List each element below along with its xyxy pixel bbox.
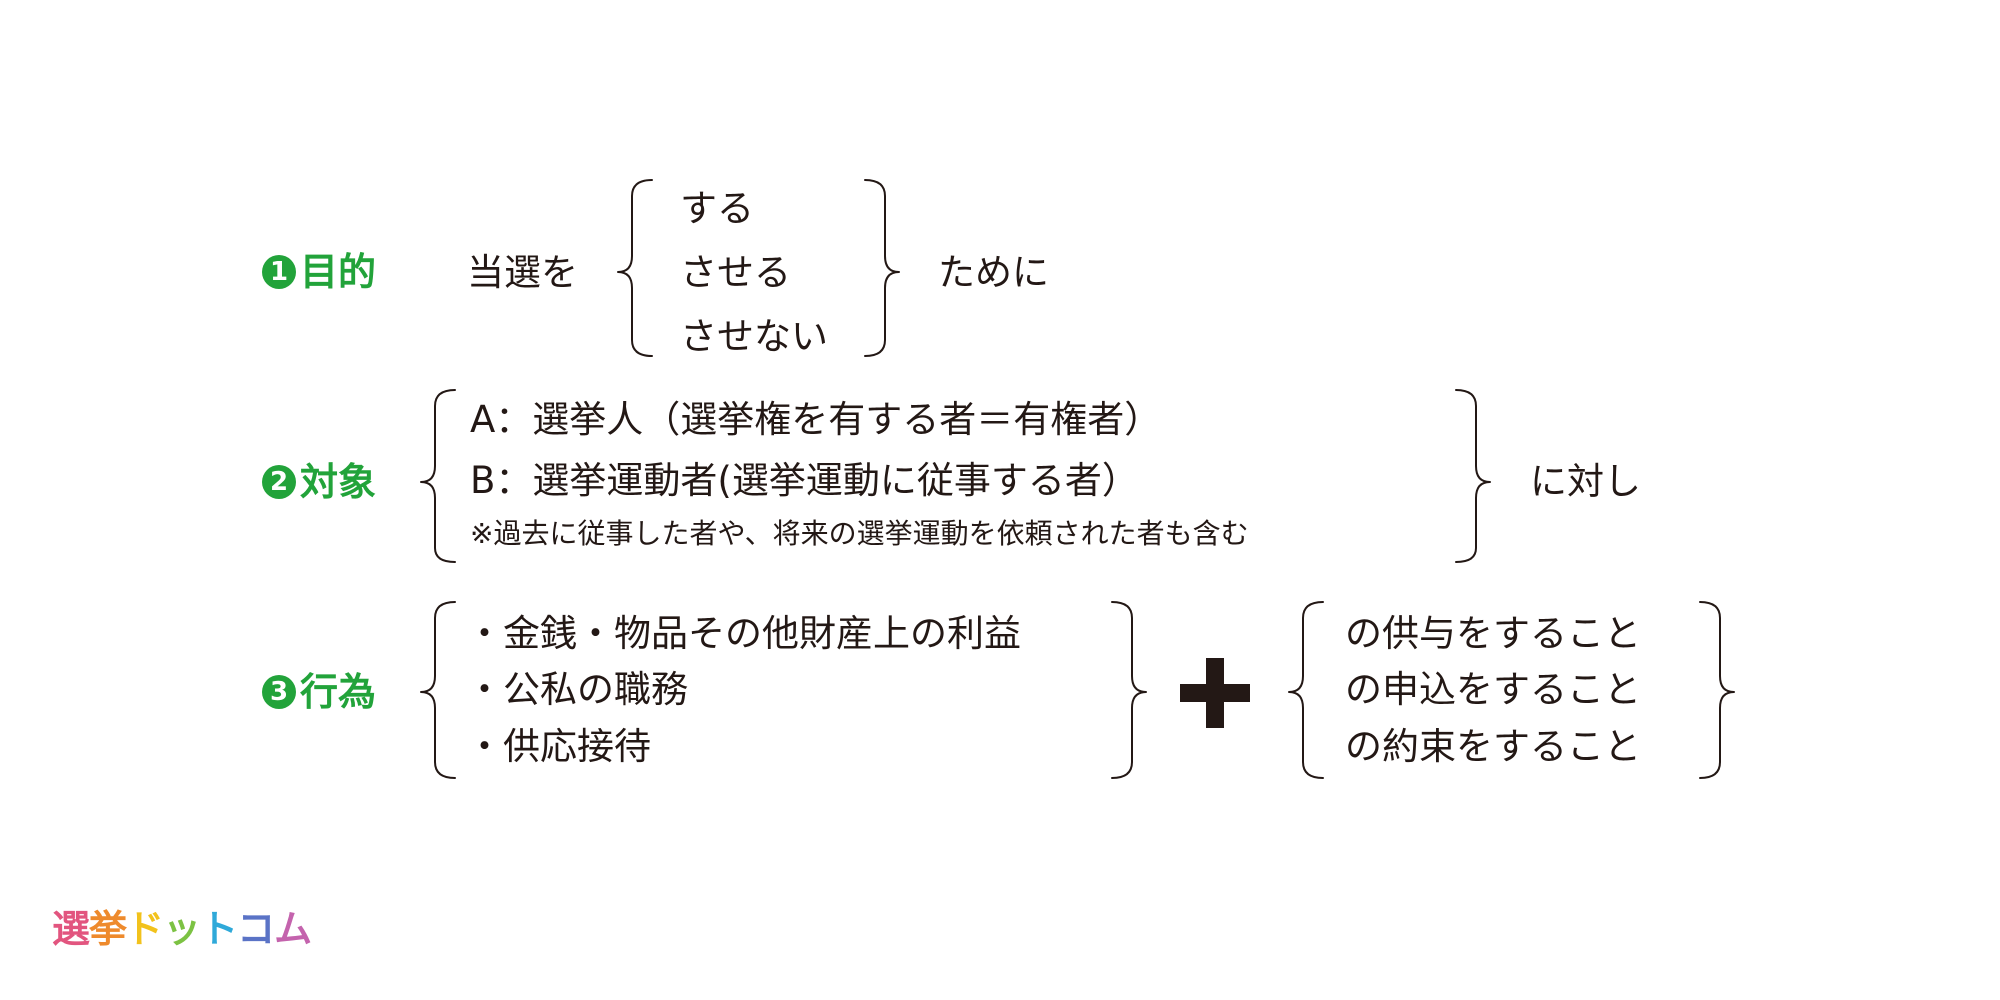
purpose-option: する	[680, 187, 754, 230]
act-item: ・供応接待	[466, 725, 651, 768]
label-purpose: 1 目的	[262, 253, 376, 291]
logo-char: コ	[237, 907, 275, 951]
purpose-label: 目的	[300, 250, 377, 294]
target-suffix: に対し	[1530, 460, 1641, 503]
logo-char: 挙	[89, 907, 127, 951]
act-label: 行為	[300, 670, 377, 714]
label-target: 2 対象	[262, 463, 376, 501]
number-1-badge: 1	[262, 255, 296, 289]
purpose-option: させない	[680, 315, 828, 358]
target-option-b: B：選挙運動者(選挙運動に従事する者）	[470, 459, 1139, 502]
act-item: ・公私の職務	[466, 668, 688, 711]
logo-char: ド	[126, 907, 164, 951]
logo-char: ッ	[163, 907, 201, 951]
purpose-prefix: 当選を	[467, 251, 578, 294]
act-action: の約束をすること	[1345, 725, 1641, 768]
target-note: ※過去に従事した者や、将来の選挙運動を依頼された者も含む	[470, 517, 1249, 550]
plus-icon	[1180, 658, 1250, 728]
act-action: の供与をすること	[1345, 612, 1641, 655]
purpose-suffix: ために	[938, 251, 1049, 294]
senkyo-dotcom-logo: 選挙ドットコム	[52, 907, 312, 951]
purpose-option: させる	[680, 251, 791, 294]
number-2-badge: 2	[262, 465, 296, 499]
number-3-badge: 3	[262, 675, 296, 709]
act-item: ・金銭・物品その他財産上の利益	[466, 612, 1021, 655]
label-act: 3 行為	[262, 673, 376, 711]
logo-char: ム	[274, 907, 312, 951]
logo-char: ト	[200, 907, 238, 951]
act-action: の申込をすること	[1345, 668, 1641, 711]
target-label: 対象	[300, 460, 377, 504]
target-option-a: A：選挙人（選挙権を有する者＝有権者）	[470, 398, 1162, 441]
logo-char: 選	[52, 907, 90, 951]
